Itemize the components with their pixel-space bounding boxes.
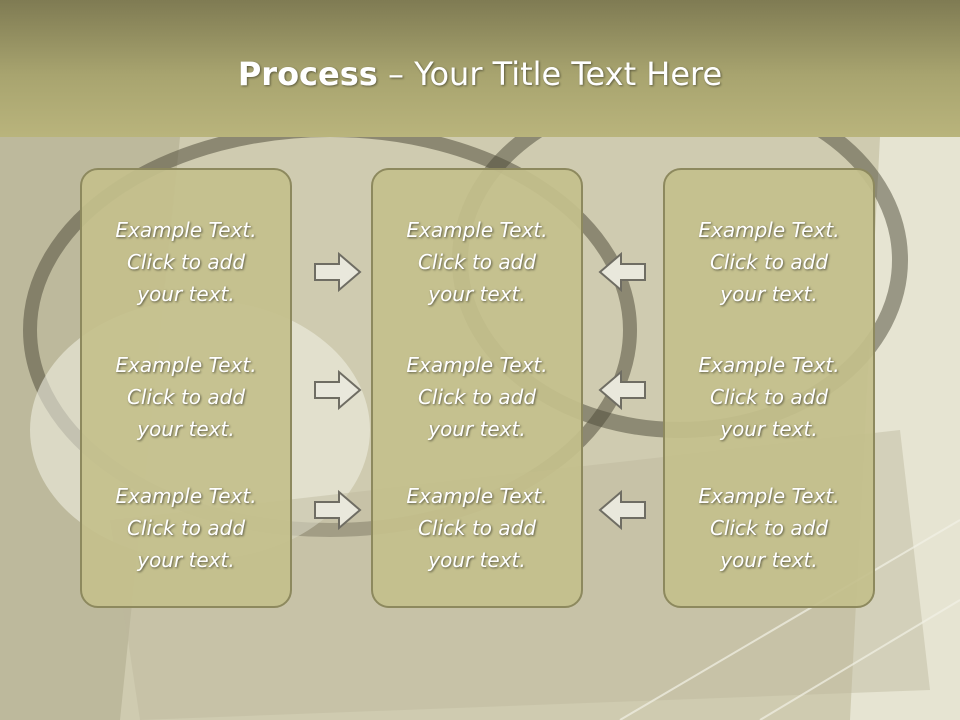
title-rest: – Your Title Text Here: [377, 55, 723, 93]
placeholder-text[interactable]: Example Text. Click to add your text.: [698, 353, 840, 441]
right-arrow-icon: [314, 369, 362, 411]
placeholder-text[interactable]: Example Text. Click to add your text.: [698, 484, 840, 572]
placeholder-text[interactable]: Example Text. Click to add your text.: [406, 353, 548, 441]
process-box-left[interactable]: Example Text. Click to add your text. Ex…: [80, 168, 292, 608]
right-arrow-icon: [314, 489, 362, 531]
placeholder-text[interactable]: Example Text. Click to add your text.: [698, 218, 840, 306]
slide-title[interactable]: Process – Your Title Text Here: [0, 52, 960, 96]
left-arrow-icon: [598, 251, 646, 293]
left-arrow-icon: [598, 489, 646, 531]
placeholder-text[interactable]: Example Text. Click to add your text.: [406, 218, 548, 306]
process-box-right[interactable]: Example Text. Click to add your text. Ex…: [663, 168, 875, 608]
title-bold: Process: [237, 55, 378, 93]
placeholder-text[interactable]: Example Text. Click to add your text.: [406, 484, 548, 572]
left-arrow-icon: [598, 369, 646, 411]
placeholder-text[interactable]: Example Text. Click to add your text.: [115, 353, 257, 441]
title-bar: [0, 0, 960, 137]
placeholder-text[interactable]: Example Text. Click to add your text.: [115, 218, 257, 306]
process-box-center[interactable]: Example Text. Click to add your text. Ex…: [371, 168, 583, 608]
right-arrow-icon: [314, 251, 362, 293]
placeholder-text[interactable]: Example Text. Click to add your text.: [115, 484, 257, 572]
